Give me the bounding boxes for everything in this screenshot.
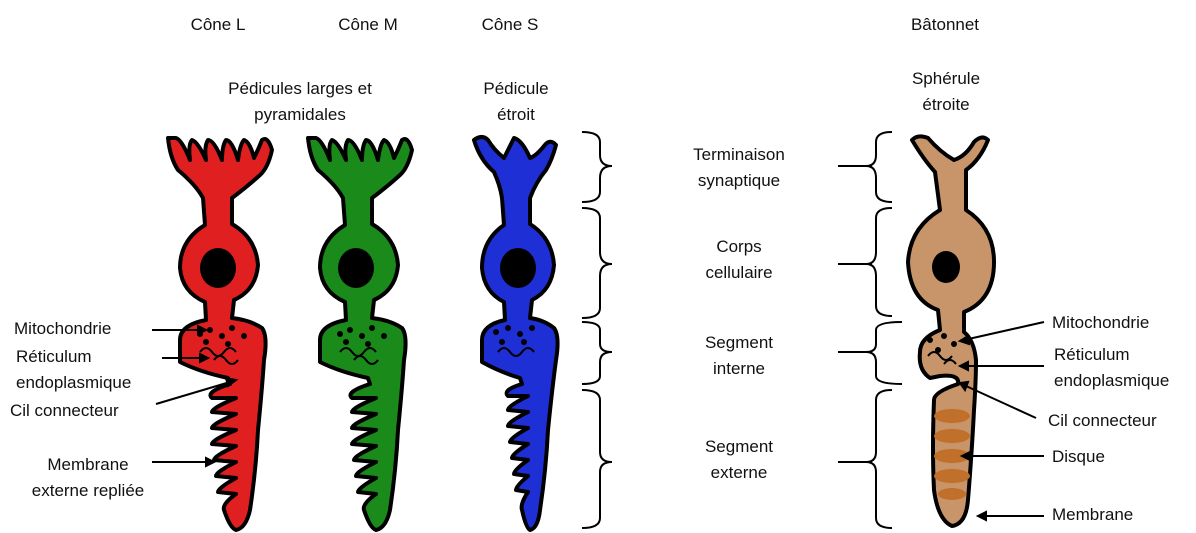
brace-outer xyxy=(582,390,612,528)
rod-body xyxy=(908,136,994,526)
rod-braces xyxy=(838,132,902,528)
cone-s-drawing xyxy=(474,137,558,530)
cone-mitochondria-label: Mitochondrie xyxy=(14,316,111,342)
rod-reticulum-label-line2: endoplasmique xyxy=(1054,368,1169,394)
spherule-note-line1: Sphérule xyxy=(894,66,998,92)
cone-reticulum-label-line2: endoplasmique xyxy=(16,370,131,396)
region-body-line2: cellulaire xyxy=(664,260,814,286)
cone-m-nucleus xyxy=(338,248,374,288)
region-outer-line1: Segment xyxy=(664,434,814,460)
region-synaptic-line1: Terminaison xyxy=(664,142,814,168)
wide-pedicle-note-line1: Pédicules larges et xyxy=(200,76,400,102)
spherule-note-line2: étroite xyxy=(894,92,998,118)
brace-synaptic xyxy=(582,132,612,202)
region-synaptic-line2: synaptique xyxy=(664,168,814,194)
narrow-pedicle-note-line2: étroit xyxy=(466,102,566,128)
brace-inner xyxy=(582,322,612,384)
wide-pedicle-note-line2: pyramidales xyxy=(200,102,400,128)
cone-s-pedicle xyxy=(474,137,558,530)
brace-body xyxy=(582,208,612,318)
rod-reticulum-label-line1: Réticulum xyxy=(1054,342,1130,368)
narrow-pedicle-note-line1: Pédicule xyxy=(466,76,566,102)
cone-l-title: Cône L xyxy=(178,12,258,38)
cone-s-title: Cône S xyxy=(470,12,550,38)
cone-m-title: Cône M xyxy=(326,12,410,38)
rod-title: Bâtonnet xyxy=(900,12,990,38)
region-braces xyxy=(582,132,612,528)
rod-drawing xyxy=(908,136,994,526)
region-inner-line2: interne xyxy=(664,356,814,382)
cone-cilium-label: Cil connecteur xyxy=(10,398,119,424)
rod-disk-label: Disque xyxy=(1052,444,1105,470)
cone-l-nucleus xyxy=(200,248,236,288)
region-body-line1: Corps xyxy=(664,234,814,260)
cone-s-nucleus xyxy=(500,248,536,288)
region-inner-line1: Segment xyxy=(664,330,814,356)
cone-membrane-label-line1: Membrane xyxy=(20,452,156,478)
rod-mitochondria-label: Mitochondrie xyxy=(1052,310,1149,336)
cone-reticulum-label-line1: Réticulum xyxy=(16,344,92,370)
rod-nucleus xyxy=(932,251,960,283)
rod-cilium-label: Cil connecteur xyxy=(1048,408,1157,434)
cone-membrane-label-line2: externe repliée xyxy=(20,478,156,504)
pointer-lines xyxy=(152,322,1044,520)
region-outer-line2: externe xyxy=(664,460,814,486)
rod-membrane-label: Membrane xyxy=(1052,502,1133,528)
